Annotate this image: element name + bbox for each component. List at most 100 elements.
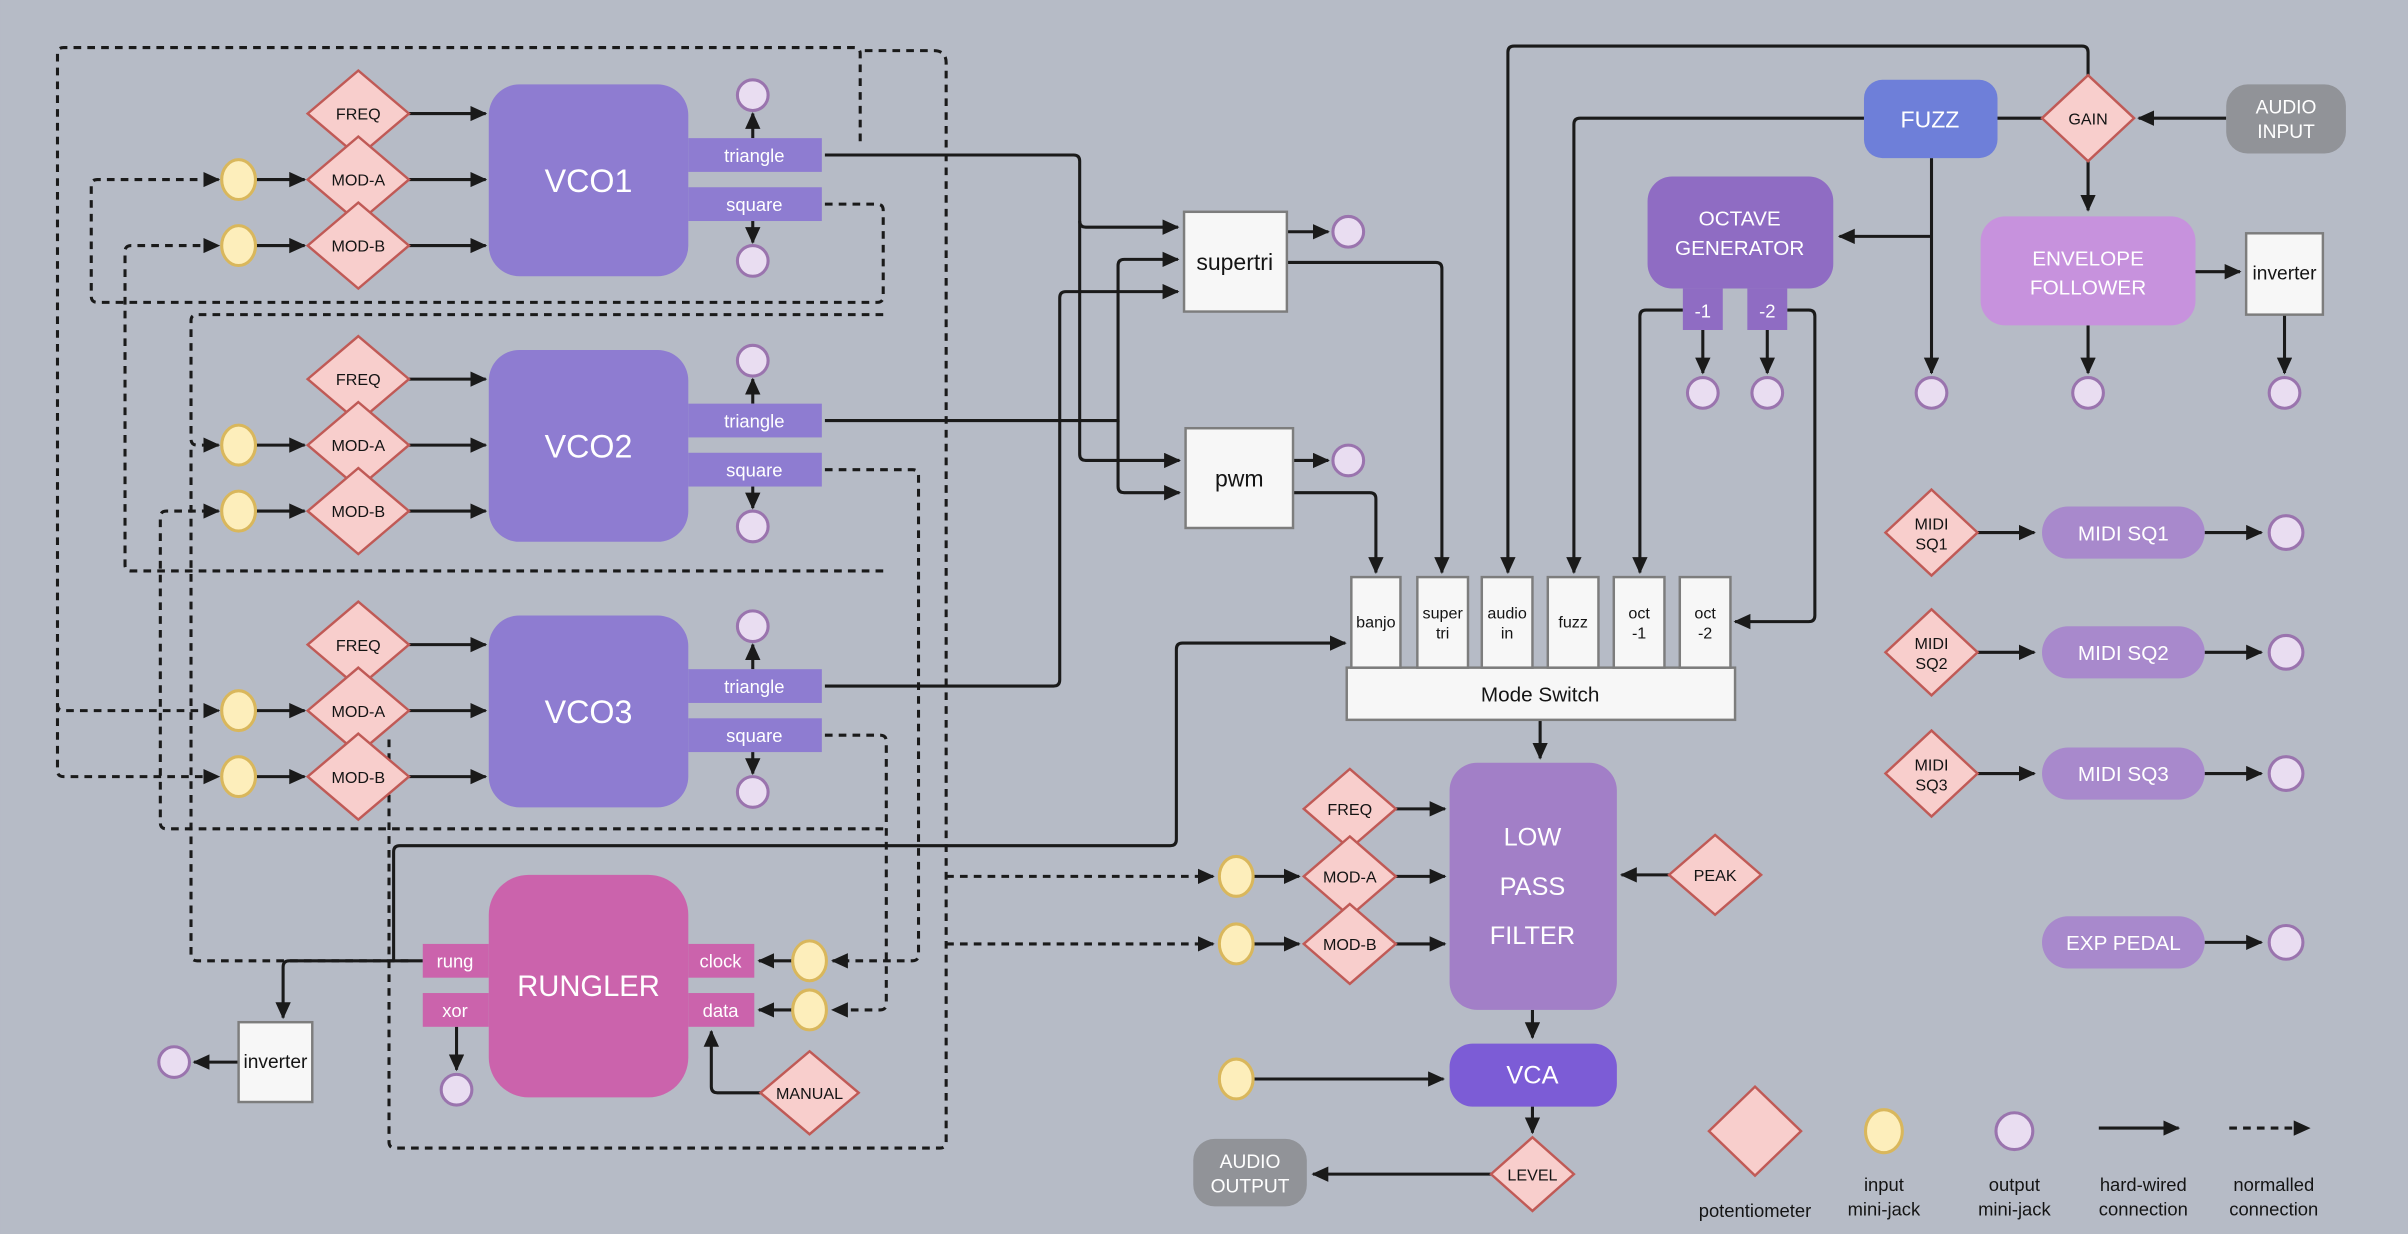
wire-supertri-slot	[1286, 260, 1450, 575]
mode-slot-audioin[interactable]	[1480, 575, 1534, 669]
octave-minus2-tab[interactable]	[1747, 288, 1788, 330]
vco3-moda-input-jack[interactable]	[220, 689, 258, 733]
pwm-box[interactable]	[1184, 426, 1295, 530]
midi-sq2-box[interactable]	[2042, 626, 2205, 679]
lpf-modb-label: MOD-B	[1323, 936, 1377, 954]
vco1-square-tab[interactable]	[688, 187, 822, 222]
mode-switch-bar[interactable]	[1345, 666, 1737, 722]
vca-input-jack[interactable]	[1217, 1057, 1255, 1101]
rungler-box[interactable]	[488, 874, 689, 1098]
vco1-freq-label: FREQ	[336, 106, 381, 124]
gain-pot[interactable]	[2040, 73, 2136, 163]
vco2-moda-input-jack[interactable]	[220, 423, 258, 467]
mode-slot-supertri[interactable]	[1416, 575, 1470, 669]
vco3-triangle-output-jack[interactable]	[735, 609, 770, 644]
vca-box[interactable]	[1449, 1043, 1617, 1107]
midi-sq3-output-jack[interactable]	[2267, 755, 2305, 792]
vco1-moda-input-jack[interactable]	[220, 158, 258, 202]
envelope-output-jack[interactable]	[2071, 376, 2105, 410]
rungler-manual-pot[interactable]	[758, 1049, 861, 1136]
audio-output-box[interactable]	[1193, 1138, 1307, 1207]
lpf-moda-input-jack[interactable]	[1217, 854, 1255, 898]
vco3-square-output-jack[interactable]	[735, 775, 770, 809]
vco2-box[interactable]	[488, 349, 689, 542]
exp-pedal-box[interactable]	[2042, 916, 2205, 969]
mode-slot-banjo[interactable]	[1350, 575, 1402, 669]
vco2-square-tab[interactable]	[688, 452, 822, 487]
fuzz-output-jack[interactable]	[1914, 376, 1949, 410]
lpf-peak-pot[interactable]	[1667, 833, 1764, 917]
vco1-box[interactable]	[488, 84, 689, 277]
vco3-modb-input-jack[interactable]	[220, 755, 258, 799]
envelope-follower-box[interactable]	[1980, 216, 2196, 326]
rungler-rung-label: rung	[437, 951, 474, 972]
inverter-left-box[interactable]	[237, 1020, 314, 1104]
rungler-data-label: data	[703, 1000, 740, 1021]
rungler-rung-tab[interactable]	[422, 943, 489, 978]
exp-pedal-output-jack[interactable]	[2267, 923, 2305, 961]
mode-slot-fuzz-label: fuzz	[1558, 614, 1588, 632]
rungler-xor-output-jack[interactable]	[439, 1072, 474, 1107]
rungler-xor-tab[interactable]	[422, 993, 489, 1027]
midi-sq2-output-jack[interactable]	[2267, 633, 2305, 671]
audio-input-box[interactable]	[2226, 84, 2346, 154]
vco1-modb-label: MOD-B	[331, 238, 385, 256]
inverter-right-output-jack[interactable]	[2267, 376, 2302, 410]
supertri-box[interactable]	[1182, 210, 1289, 313]
vco1-triangle-output-jack[interactable]	[735, 78, 770, 113]
lpf-peak-label: PEAK	[1694, 867, 1737, 885]
wire-vco1tri-pwm1	[824, 153, 1181, 469]
vco3-triangle-tab[interactable]	[688, 669, 822, 703]
rungler-data-input-jack[interactable]	[791, 988, 828, 1032]
legend-input-jack-icon	[1863, 1108, 1904, 1155]
lpf-box[interactable]	[1449, 762, 1617, 1010]
midi-sq3-box[interactable]	[2042, 747, 2205, 800]
rungler-data-tab[interactable]	[688, 993, 755, 1027]
mode-slot-fuzz[interactable]	[1546, 575, 1600, 669]
vco1-square-output-jack[interactable]	[735, 244, 770, 278]
inverter-left-output-jack[interactable]	[157, 1045, 192, 1079]
vco3-square-tab[interactable]	[688, 718, 822, 753]
pwm-output-jack[interactable]	[1331, 443, 1366, 478]
vco1-modb-input-jack[interactable]	[220, 224, 258, 268]
midi-sq2-pot[interactable]	[1883, 607, 1980, 697]
midi-sq3-pot[interactable]	[1883, 728, 1980, 819]
supertri-output-jack[interactable]	[1331, 214, 1366, 249]
vco3-modb-pot[interactable]	[305, 732, 411, 822]
octave-minus1-tab[interactable]	[1682, 288, 1723, 330]
vco2-modb-pot[interactable]	[305, 466, 411, 556]
octave-l1: OCTAVE	[1699, 208, 1781, 231]
normal-loop-vco2moda	[189, 313, 884, 453]
midi-sq1-pot[interactable]	[1883, 487, 1980, 578]
vco1-triangle-tab[interactable]	[688, 138, 822, 172]
legend-output-jack-icon	[1994, 1111, 2035, 1152]
midi-sq1-label: MIDI SQ1	[2078, 522, 2169, 545]
octave-minus1-output-jack[interactable]	[1685, 376, 1720, 410]
level-pot[interactable]	[1489, 1135, 1576, 1213]
legend-normalled-l2: connection	[2229, 1199, 2318, 1220]
vco3-box[interactable]	[488, 615, 689, 808]
wire-oct1-slot	[1632, 308, 1683, 575]
vco2-triangle-tab[interactable]	[688, 403, 822, 438]
lpf-modb-input-jack[interactable]	[1217, 922, 1255, 966]
rungler-clock-tab[interactable]	[688, 943, 755, 978]
vco2-group: FREQ MOD-A MOD-B VCO2 triangle square	[220, 334, 822, 556]
inverter-right-box[interactable]	[2244, 232, 2325, 316]
rungler-clock-input-jack[interactable]	[791, 939, 828, 983]
midi-sq1-box[interactable]	[2042, 506, 2205, 559]
fuzz-box[interactable]	[1863, 79, 1998, 159]
octave-minus2-output-jack[interactable]	[1750, 376, 1785, 410]
wire-vco1tri-supertri1	[1078, 219, 1180, 235]
octave-generator-box[interactable]	[1647, 176, 1834, 289]
mode-slot-audioin-l1: audio	[1487, 605, 1526, 623]
vco2-modb-input-jack[interactable]	[220, 489, 258, 533]
lpf-modb-pot[interactable]	[1301, 902, 1398, 986]
vco1-modb-pot[interactable]	[305, 200, 411, 291]
vco2-triangle-output-jack[interactable]	[735, 343, 770, 378]
vco2-square-output-jack[interactable]	[735, 509, 770, 544]
mode-slot-oct2[interactable]	[1678, 575, 1732, 669]
midi-sq1-output-jack[interactable]	[2267, 514, 2305, 552]
mode-slot-oct1[interactable]	[1612, 575, 1666, 669]
